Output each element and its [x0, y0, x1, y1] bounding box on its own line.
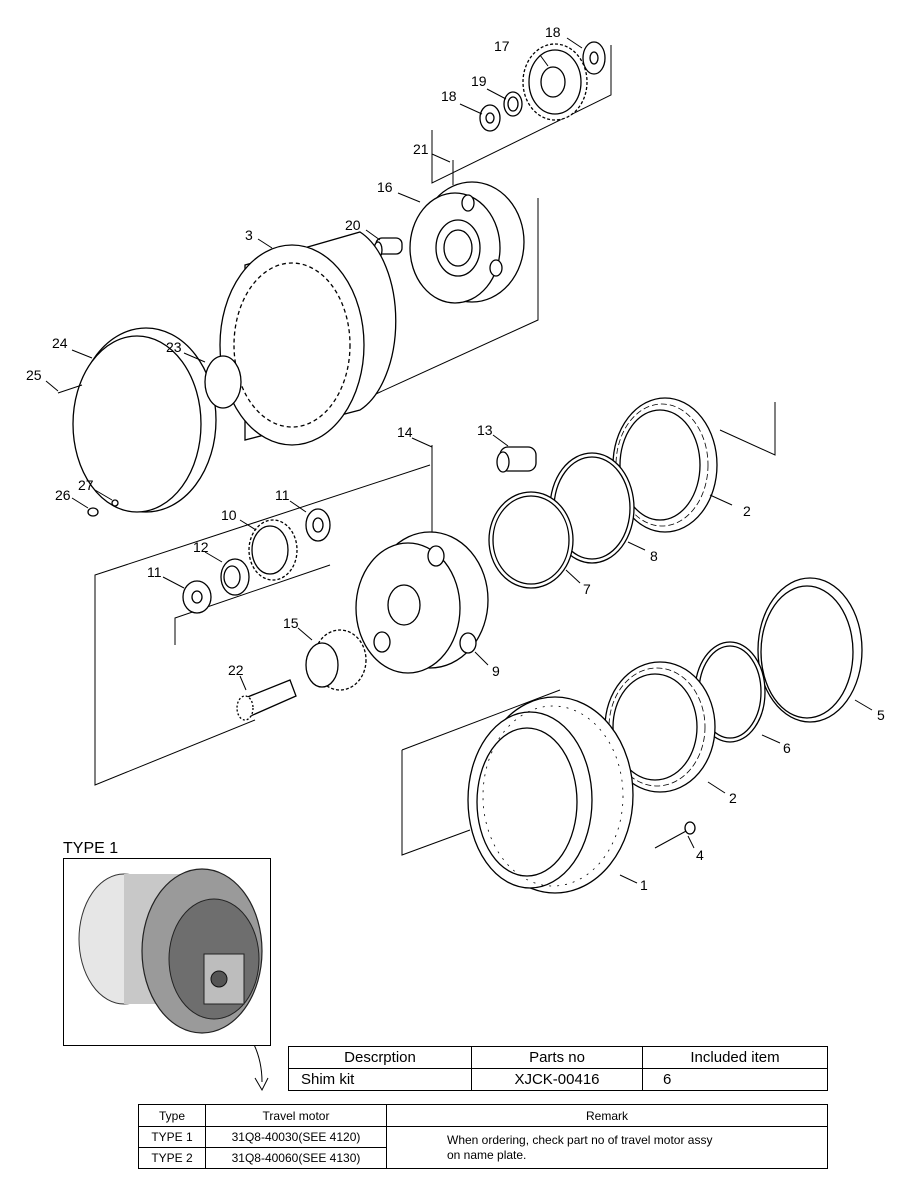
callout-11-upper: 11	[275, 487, 290, 503]
planetary-gear-10	[248, 519, 298, 581]
thrust-washer-11a	[305, 508, 331, 542]
callout-26: 26	[55, 487, 71, 503]
travel-motor-cell: 31Q8-40060(SEE 4130)	[205, 1147, 387, 1169]
sun-gear-15	[305, 629, 367, 691]
floating-seal-5	[757, 577, 863, 723]
motor-table-header: Type Travel motor Remark	[138, 1104, 828, 1127]
callout-11-lower: 11	[147, 564, 162, 580]
callout-9: 9	[492, 663, 500, 679]
callout-2-upper: 2	[743, 503, 751, 519]
planetary-gear-17	[522, 43, 588, 121]
callout-25: 25	[26, 367, 42, 383]
callout-22: 22	[228, 662, 244, 678]
callout-6: 6	[783, 740, 791, 756]
remark-cell: When ordering, check part no of travel m…	[386, 1126, 828, 1169]
upper-group-frame	[431, 45, 612, 184]
carrier-9	[355, 531, 489, 674]
callout-17: 17	[494, 38, 510, 54]
ring-gear-3	[219, 231, 397, 446]
remark-line-2: on name plate.	[447, 1147, 527, 1162]
callout-15: 15	[283, 615, 299, 631]
header-type: Type	[138, 1104, 206, 1127]
shim-kit-table: Descrption Parts no Included item Shim k…	[288, 1046, 828, 1091]
callout-24: 24	[52, 335, 68, 351]
left-group-frame	[94, 464, 431, 786]
thrust-washer-11b	[182, 580, 212, 614]
callout-12: 12	[193, 539, 209, 555]
travel-motor-table: Type Travel motor Remark TYPE 1 31Q8-400…	[138, 1104, 828, 1169]
travel-motor-photo	[63, 858, 271, 1046]
bearing-2-lower	[604, 661, 716, 793]
type-1-label: TYPE 1	[63, 840, 119, 857]
callout-18-top: 18	[545, 24, 561, 40]
shim-included-item: 6	[642, 1068, 828, 1091]
bolt-4	[654, 821, 696, 849]
thrust-washer-18b	[479, 104, 501, 132]
travel-motor-cell: 31Q8-40030(SEE 4120)	[205, 1126, 387, 1148]
header-included-item: Included item	[642, 1046, 828, 1069]
lower-group-frame	[719, 402, 776, 456]
callout-4: 4	[696, 847, 704, 863]
callout-18-left: 18	[441, 88, 457, 104]
shim-table-row: Shim kit XJCK-00416 6	[288, 1068, 828, 1091]
callout-23: 23	[166, 339, 182, 355]
header-remark: Remark	[386, 1104, 828, 1127]
o-ring-23	[204, 355, 242, 409]
callout-19: 19	[471, 73, 487, 89]
shaft-frame	[174, 564, 331, 645]
shim-table-header: Descrption Parts no Included item	[288, 1046, 828, 1069]
thrust-washer-18a	[582, 41, 606, 75]
table-row: TYPE 1 31Q8-40030(SEE 4120) When orderin…	[138, 1126, 828, 1169]
type-cell: TYPE 1	[138, 1126, 206, 1148]
header-travel-motor: Travel motor	[205, 1104, 387, 1127]
callout-27: 27	[78, 477, 94, 493]
remark-line-1: When ordering, check part no of travel m…	[447, 1132, 713, 1147]
shim-description: Shim kit	[288, 1068, 472, 1091]
callout-8: 8	[650, 548, 658, 564]
housing-frame	[401, 750, 471, 856]
housing-1	[467, 696, 634, 894]
drive-shaft-22	[236, 679, 297, 721]
callout-1: 1	[640, 877, 648, 893]
pin-13	[496, 446, 537, 473]
callout-13: 13	[477, 422, 493, 438]
travel-motor-illustration	[78, 868, 263, 1034]
needle-bearing-19	[503, 91, 523, 117]
shim-parts-no: XJCK-00416	[471, 1068, 643, 1091]
carrier-16	[409, 181, 525, 304]
callout-20: 20	[345, 217, 361, 233]
needle-bearing-12	[220, 558, 250, 596]
callout-7: 7	[583, 581, 591, 597]
type-cell: TYPE 2	[138, 1147, 206, 1169]
leader-lines	[45, 37, 873, 884]
bearing-2-upper	[612, 397, 718, 533]
callout-3: 3	[245, 227, 253, 243]
callout-16: 16	[377, 179, 393, 195]
cover-24	[72, 327, 217, 513]
bolt-25	[57, 384, 83, 394]
table-row: TYPE 2 31Q8-40060(SEE 4130)	[138, 1147, 828, 1169]
callout-5: 5	[877, 707, 885, 723]
callout-2-lower: 2	[729, 790, 737, 806]
callout-labels: 1 2 2 3 4 5 6 7 8 9 10 11 11 12 13 14 15…	[26, 24, 885, 893]
callout-21: 21	[413, 141, 429, 157]
callout-10: 10	[221, 507, 237, 523]
header-description: Descrption	[288, 1046, 472, 1069]
callout-14: 14	[397, 424, 413, 440]
plug-26	[87, 507, 99, 517]
housing-frame-top	[401, 689, 561, 751]
header-parts-no: Parts no	[471, 1046, 643, 1069]
o-ring-27	[111, 499, 119, 507]
ring-7	[488, 491, 574, 589]
